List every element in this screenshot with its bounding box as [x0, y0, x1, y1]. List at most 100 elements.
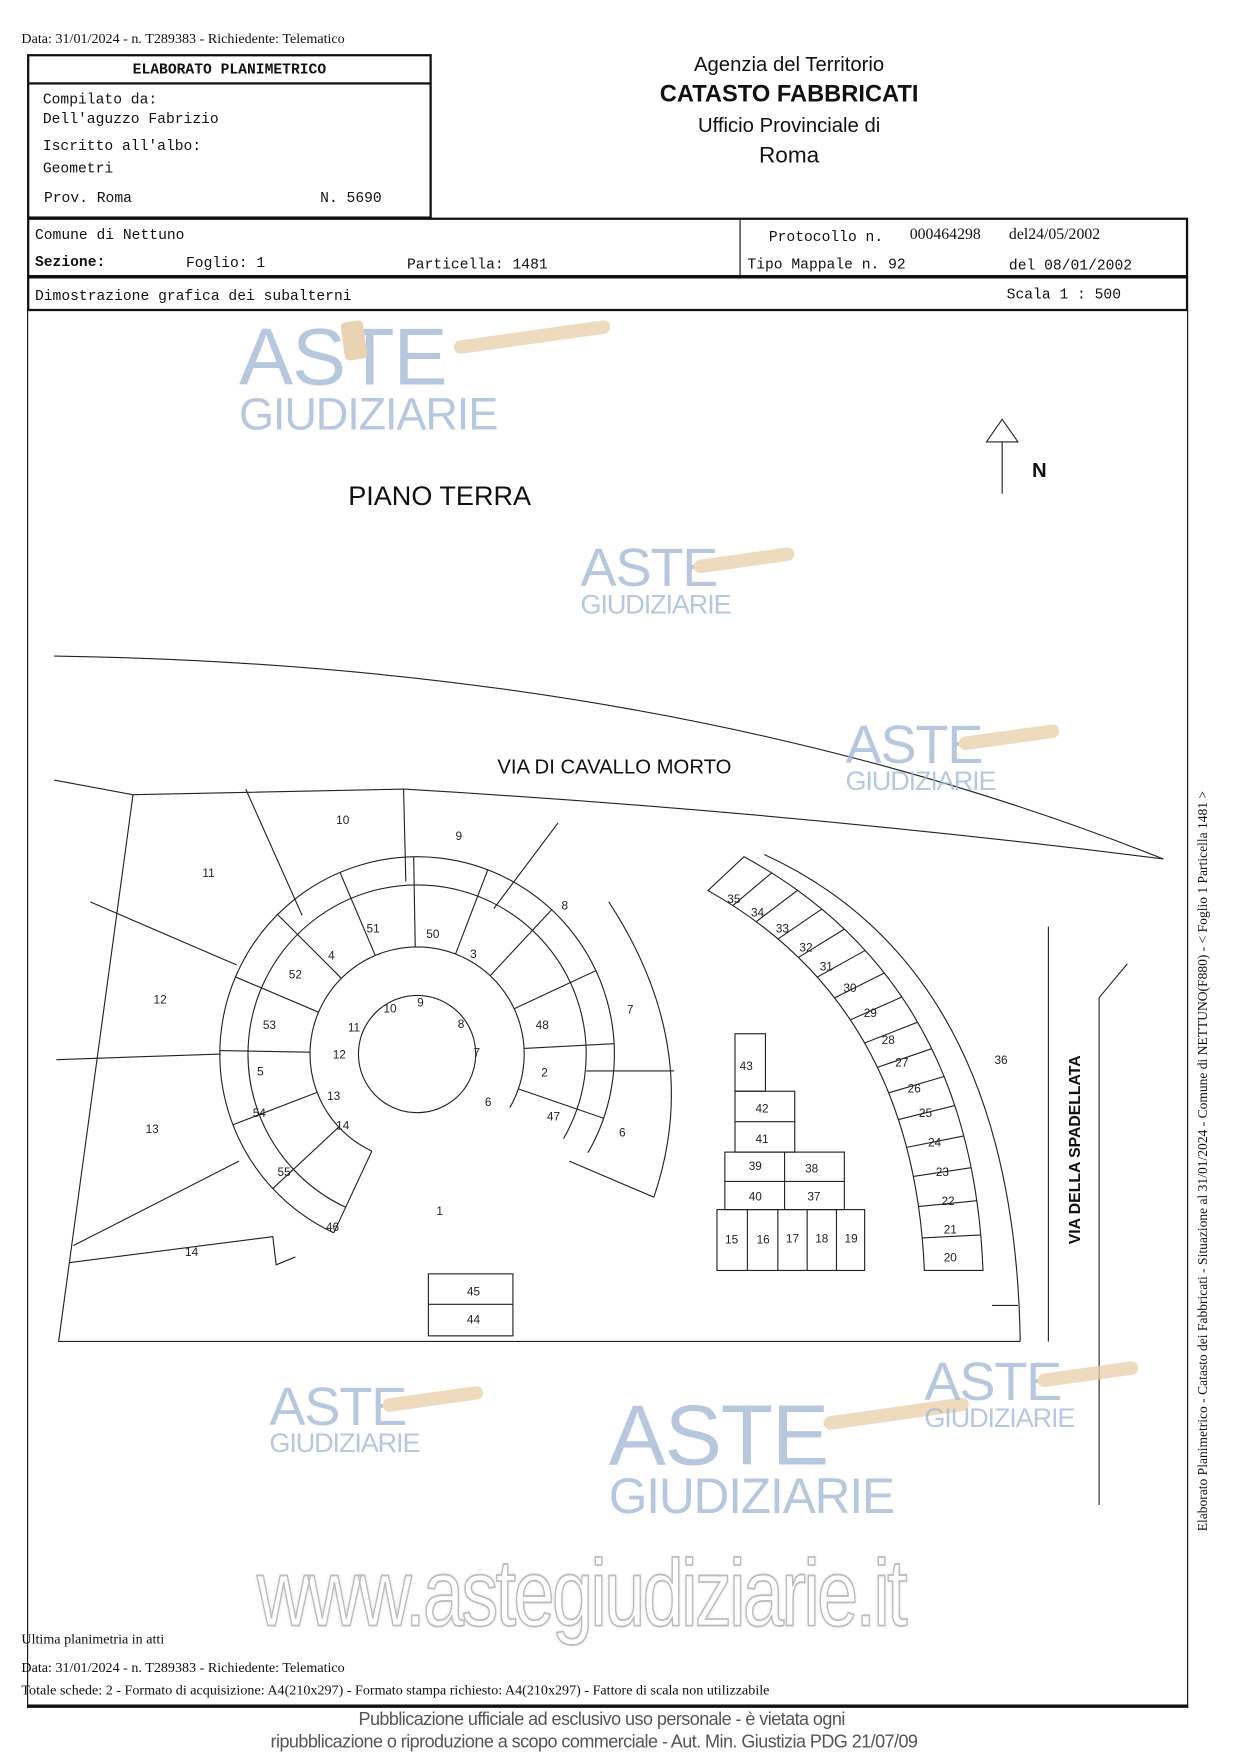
info-divider [739, 219, 741, 276]
sector-line [56, 1053, 221, 1061]
protocollo-value: 000464298 [909, 226, 981, 244]
plan-lines [54, 418, 1164, 1505]
albo-value: Geometri [42, 160, 114, 177]
unit-label: 19 [845, 1231, 859, 1245]
protocollo-date: del24/05/2002 [1008, 226, 1101, 244]
unit-label: 9 [456, 829, 463, 843]
garage-divider [816, 949, 866, 978]
central-courtyard [219, 856, 615, 1234]
subtitle-row: Dimostrazione grafica dei subalterni Sca… [27, 276, 1189, 312]
garage-divider [898, 1105, 955, 1121]
ring-divider [524, 1043, 615, 1049]
unit-label: 11 [348, 1020, 360, 1034]
elaborato-box: ELABORATO PLANIMETRICO Compilato da: Del… [27, 54, 432, 219]
unit-label: 50 [426, 927, 440, 941]
unit-label: 32 [799, 940, 812, 954]
catasto-title: CATASTO FABBRICATI [659, 81, 919, 108]
garage-divider [922, 1234, 981, 1239]
unit-label: 51 [367, 921, 380, 935]
unit-label: 21 [944, 1222, 957, 1236]
agency-name: Agenzia del Territorio [693, 52, 885, 76]
ring-divider [272, 1126, 340, 1189]
side-caption: Elaborato Planimetrico - Catasto dei Fab… [1194, 790, 1211, 1532]
sector-line [89, 901, 237, 966]
last-plan-note: Ultima planimetria in atti [21, 1631, 165, 1647]
unit-label: 55 [277, 1165, 291, 1179]
unit-label: 48 [536, 1018, 550, 1032]
garage-divider [755, 889, 798, 923]
unit-label: 14 [336, 1119, 350, 1133]
sector-line [403, 789, 407, 882]
unit-label: 53 [263, 1018, 277, 1032]
tipo-date: del 08/01/2002 [1008, 257, 1133, 274]
watermark-giudiziarie: GIUDIZIARIE [580, 589, 732, 621]
unit-label: 33 [776, 921, 790, 935]
unit-box [716, 1209, 866, 1272]
unit-label: 7 [474, 1045, 481, 1059]
lot-boundary-top [133, 788, 1164, 860]
watermark-giudiziarie: GIUDIZIARIE [845, 766, 996, 798]
sezione: Sezione: [34, 253, 106, 271]
garage-divider [877, 1048, 932, 1068]
garage-divider [777, 908, 823, 940]
unit-label: 14 [185, 1245, 199, 1259]
ring-divider [232, 1091, 318, 1126]
compiled-label: Compilato da: [42, 91, 158, 109]
north-label: N [1032, 460, 1047, 482]
watermark-giudiziarie: GIUDIZIARIE [238, 389, 498, 440]
floor-title: PIANO TERRA [348, 481, 531, 511]
unit-label: 20 [944, 1250, 958, 1264]
ring-arc [309, 946, 525, 1152]
unit-label: 6 [619, 1125, 626, 1139]
footer-data-line: Data: 31/01/2024 - n. T289383 - Richiede… [21, 1659, 345, 1676]
unit-label: 28 [882, 1033, 896, 1047]
unit-label: 2 [541, 1066, 548, 1080]
unit-label: 13 [146, 1122, 160, 1136]
ring-arc [357, 994, 477, 1114]
garage-strip [706, 856, 984, 1272]
unit-label: 18 [815, 1231, 829, 1245]
ring-divider [333, 1150, 373, 1234]
unit-label: 24 [928, 1135, 942, 1149]
province: Prov. Roma [43, 189, 132, 207]
foglio: Foglio: 1 [186, 254, 266, 272]
sector-line [569, 1160, 655, 1198]
tipo-mappale: Tipo Mappale n. 92 [747, 255, 906, 273]
ring-divider [489, 909, 553, 977]
unit-label: 8 [561, 899, 568, 913]
unit-label: 15 [725, 1232, 739, 1246]
unit-label: 41 [755, 1132, 768, 1146]
unit-label: 34 [751, 905, 765, 919]
unit-label: 7 [627, 1002, 634, 1016]
garage-divider [834, 972, 885, 999]
watermark-giudiziarie: GIUDIZIARIE [269, 1428, 420, 1459]
unit-label: 9 [417, 996, 424, 1010]
comune: Comune di Nettuno [34, 226, 185, 244]
unit-label: 40 [749, 1190, 763, 1204]
ring-divider [454, 869, 489, 955]
ring-divider [513, 970, 597, 1010]
strip-outer-boundary [764, 853, 1021, 1342]
unit-label: 38 [805, 1161, 819, 1175]
unit-label: 16 [757, 1232, 771, 1246]
watermark-site: www.astegiudiziarie.it [256, 1539, 908, 1647]
north-arrow-icon [985, 418, 1020, 494]
watermark-aste: ASTE [238, 312, 448, 403]
unit-label: 10 [383, 1001, 397, 1015]
ring-arc [219, 856, 615, 1234]
unit-label: 42 [755, 1102, 768, 1116]
ring-divider [518, 1088, 604, 1119]
compiled-name: Dell'aguzzo Fabrizio [42, 110, 219, 128]
lot-boundary [54, 779, 1021, 1343]
unit-label: 10 [336, 813, 350, 827]
unit-label: 17 [786, 1231, 799, 1245]
garage-dividers [732, 872, 981, 1239]
unit-label: 12 [333, 1048, 346, 1062]
garage-divider [798, 928, 845, 958]
plan-line [69, 1236, 296, 1266]
